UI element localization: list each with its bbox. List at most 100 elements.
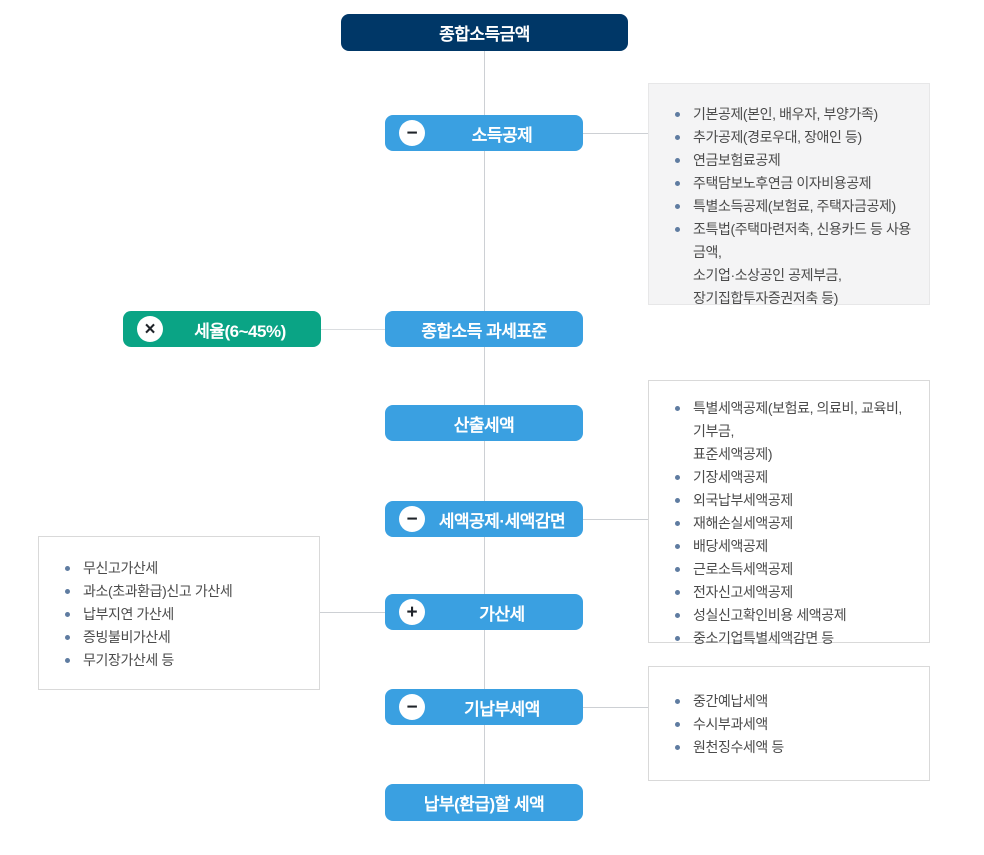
node-label: 가산세 xyxy=(479,604,525,624)
bullet-icon xyxy=(675,699,680,704)
list-item: 무신고가산세 xyxy=(63,557,305,580)
panel-income-deduction-details: 기본공제(본인, 배우자, 부양가족) 추가공제(경로우대, 장애인 등) 연금… xyxy=(648,83,930,306)
node-tax-rate: × 세율(6~45%) xyxy=(123,311,321,347)
list-item-text: 수시부과세액 xyxy=(693,716,768,732)
node-label: 종합소득 과세표준 xyxy=(421,321,547,341)
list-item: 재해손실세액공제 xyxy=(673,512,915,535)
node-label: 세율(6~45%) xyxy=(194,321,286,341)
bullet-icon xyxy=(675,613,680,618)
multiply-icon: × xyxy=(137,316,163,342)
list-item-text: 근로소득세액공제 xyxy=(693,561,793,577)
minus-icon: − xyxy=(399,120,425,146)
list-item: 특별세액공제(보험료, 의료비, 교육비, 기부금, 표준세액공제) xyxy=(673,397,915,466)
list-item: 전자신고세액공제 xyxy=(673,581,915,604)
node-tax-credit: − 세액공제·세액감면 xyxy=(385,501,583,537)
bullet-icon xyxy=(675,567,680,572)
list-item: 추가공제(경로우대, 장애인 등) xyxy=(673,126,915,149)
node-label: 산출세액 xyxy=(453,415,515,435)
node-label: 납부(환급)할 세액 xyxy=(423,795,545,814)
list-item-text: 특별세액공제(보험료, 의료비, 교육비, 기부금, 표준세액공제) xyxy=(693,400,902,462)
list-item: 근로소득세액공제 xyxy=(673,558,915,581)
node-final-tax: 납부(환급)할 세액 xyxy=(385,784,583,821)
list-item: 성실신고확인비용 세액공제 xyxy=(673,604,915,627)
bullet-icon xyxy=(675,204,680,209)
bullet-icon xyxy=(675,158,680,163)
node-label: 세액공제·세액감면 xyxy=(438,511,566,531)
bullet-icon xyxy=(675,722,680,727)
list-item-text: 조특법(주택마련저축, 신용카드 등 사용금액, 소기업·소상공인 공제부금, … xyxy=(693,221,911,306)
node-tax-base: 종합소득 과세표준 xyxy=(385,311,583,347)
list-item-text: 전자신고세액공제 xyxy=(693,584,793,600)
list-item: 배당세액공제 xyxy=(673,535,915,558)
list-item: 중소기업특별세액감면 등 xyxy=(673,627,915,650)
panel-prepaid-tax-details: 중간예납세액 수시부과세액 원천징수세액 등 xyxy=(648,666,930,781)
bullet-icon xyxy=(675,544,680,549)
bullet-icon xyxy=(675,636,680,641)
list-item: 무기장가산세 등 xyxy=(63,649,305,672)
bullet-icon xyxy=(675,521,680,526)
list-item: 외국납부세액공제 xyxy=(673,489,915,512)
bullet-icon xyxy=(65,589,70,594)
bullet-icon xyxy=(65,566,70,571)
node-label: 종합소득금액 xyxy=(439,25,530,44)
list-item-text: 중간예납세액 xyxy=(693,693,768,709)
bullet-icon xyxy=(675,181,680,186)
node-label: 기납부세액 xyxy=(464,699,540,719)
connector-tax-credit-panel xyxy=(583,519,648,520)
list-item: 원천징수세액 등 xyxy=(673,736,915,759)
connector-income-deduction-panel xyxy=(583,133,648,134)
list-item-text: 성실신고확인비용 세액공제 xyxy=(693,607,847,623)
bullet-icon xyxy=(675,498,680,503)
list-item-text: 납부지연 가산세 xyxy=(83,606,174,622)
bullet-icon xyxy=(675,745,680,750)
list-item-text: 재해손실세액공제 xyxy=(693,515,793,531)
list-item: 과소(초과환급)신고 가산세 xyxy=(63,580,305,603)
list-item-text: 외국납부세액공제 xyxy=(693,492,793,508)
list-item-text: 중소기업특별세액감면 등 xyxy=(693,630,834,646)
list-item: 수시부과세액 xyxy=(673,713,915,736)
list-item-text: 추가공제(경로우대, 장애인 등) xyxy=(693,129,862,145)
node-calculated-tax: 산출세액 xyxy=(385,405,583,441)
bullet-icon xyxy=(65,658,70,663)
connector-tax-rate xyxy=(321,329,385,330)
list-item: 기본공제(본인, 배우자, 부양가족) xyxy=(673,103,915,126)
list-item: 기장세액공제 xyxy=(673,466,915,489)
bullet-icon xyxy=(675,227,680,232)
bullet-icon xyxy=(675,406,680,411)
list-item: 주택담보노후연금 이자비용공제 xyxy=(673,172,915,195)
panel-tax-credit-details: 특별세액공제(보험료, 의료비, 교육비, 기부금, 표준세액공제) 기장세액공… xyxy=(648,380,930,646)
list-item-text: 과소(초과환급)신고 가산세 xyxy=(83,583,233,599)
list-item: 납부지연 가산세 xyxy=(63,603,305,626)
list-item-text: 배당세액공제 xyxy=(693,538,768,554)
list-item: 증빙불비가산세 xyxy=(63,626,305,649)
list-item-text: 무신고가산세 xyxy=(83,560,158,576)
list-item-text: 연금보험료공제 xyxy=(693,152,781,168)
bullet-icon xyxy=(675,112,680,117)
bullet-icon xyxy=(65,612,70,617)
list-item-text: 원천징수세액 등 xyxy=(693,739,784,755)
minus-icon: − xyxy=(399,506,425,532)
list-item: 특별소득공제(보험료, 주택자금공제) xyxy=(673,195,915,218)
panel-penalty-tax-details: 무신고가산세 과소(초과환급)신고 가산세 납부지연 가산세 증빙불비가산세 무… xyxy=(38,536,320,690)
node-prepaid-tax: − 기납부세액 xyxy=(385,689,583,725)
list-item-text: 주택담보노후연금 이자비용공제 xyxy=(693,175,872,191)
node-total-income: 종합소득금액 xyxy=(341,14,628,51)
list-item: 조특법(주택마련저축, 신용카드 등 사용금액, 소기업·소상공인 공제부금, … xyxy=(673,218,915,310)
bullet-icon xyxy=(675,475,680,480)
minus-icon: − xyxy=(399,694,425,720)
bullet-icon xyxy=(65,635,70,640)
node-label: 소득공제 xyxy=(471,125,533,145)
node-income-deduction: − 소득공제 xyxy=(385,115,583,151)
list-item: 연금보험료공제 xyxy=(673,149,915,172)
list-item: 중간예납세액 xyxy=(673,690,915,713)
node-penalty-tax: + 가산세 xyxy=(385,594,583,630)
bullet-icon xyxy=(675,135,680,140)
bullet-icon xyxy=(675,590,680,595)
plus-icon: + xyxy=(399,599,425,625)
connector-prepaid-panel xyxy=(583,707,648,708)
list-item-text: 특별소득공제(보험료, 주택자금공제) xyxy=(693,198,896,214)
list-item-text: 기본공제(본인, 배우자, 부양가족) xyxy=(693,106,878,122)
list-item-text: 기장세액공제 xyxy=(693,469,768,485)
list-item-text: 증빙불비가산세 xyxy=(83,629,171,645)
